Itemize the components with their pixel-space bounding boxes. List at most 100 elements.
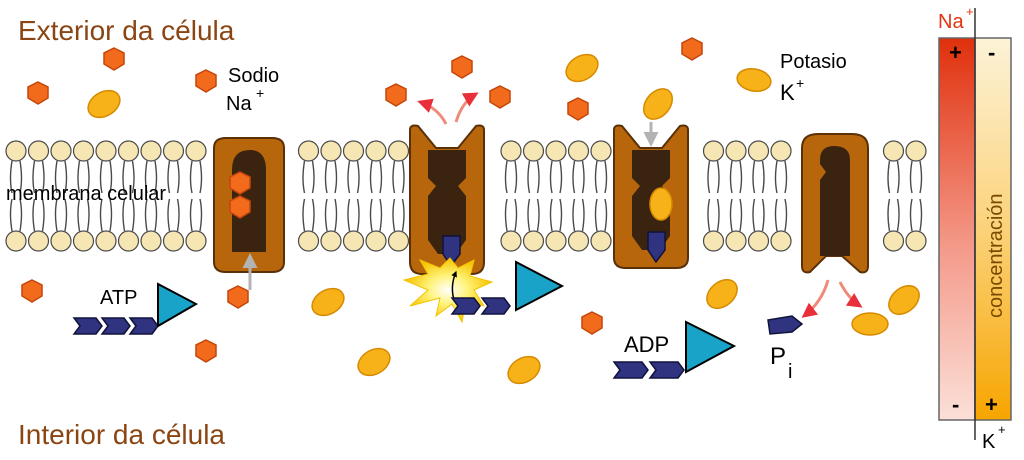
- lipid-head: [27, 140, 50, 162]
- lipid-tail: [54, 160, 68, 232]
- lipid-head: [747, 140, 770, 162]
- phosphate-icon: [647, 231, 666, 264]
- lipid-tail: [527, 160, 540, 232]
- lipid-head: [365, 140, 387, 162]
- pi-subscript-label: i: [788, 361, 792, 383]
- bound-phosphates: [442, 231, 666, 268]
- na-low-sign: -: [952, 392, 959, 417]
- lipid-head: [117, 140, 140, 162]
- lipid-head: [387, 140, 410, 162]
- pump-state-2: [409, 124, 485, 275]
- phosphate-icon: [128, 317, 159, 335]
- phosphate-icon: [100, 317, 131, 335]
- lipid-tail: [752, 160, 765, 232]
- lipid-tail: [504, 160, 518, 232]
- lipid-tail: [369, 160, 383, 232]
- lipid-tail: [707, 160, 720, 232]
- phosphate-icon: [450, 297, 481, 315]
- lipid-head: [162, 230, 185, 252]
- lipid-tail: [144, 160, 158, 232]
- lipid-tail: [887, 160, 900, 232]
- interior-label: Interior da célula: [18, 419, 225, 450]
- lipid-head: [590, 140, 612, 162]
- potassium-ion-icon: [357, 347, 391, 377]
- atp-bound: [450, 260, 565, 315]
- pump-state-4: [801, 133, 869, 274]
- lipid-tail: [594, 160, 608, 232]
- lipid-head: [50, 140, 72, 162]
- gradient-na-label: Na: [938, 11, 964, 33]
- na-high-sign: +: [949, 40, 962, 65]
- lipid-head: [702, 140, 725, 162]
- lipid-head: [27, 230, 50, 252]
- lipid-head: [770, 230, 792, 252]
- sodium-ion-icon: [567, 97, 589, 121]
- lipid-head: [320, 230, 342, 252]
- concentration-label: concentración: [985, 193, 1007, 318]
- potassium-ion-icon: [87, 89, 121, 119]
- lipid-head: [342, 140, 365, 162]
- phosphate-icon: [612, 361, 649, 379]
- lipid-head: [770, 140, 792, 162]
- movement-arrows: [242, 92, 863, 318]
- lipid-head: [72, 140, 95, 162]
- sodium-charge-label: +: [256, 85, 264, 101]
- lipid-tail: [549, 160, 563, 232]
- adenosine-icon: [515, 260, 565, 312]
- lipid-head: [905, 230, 927, 252]
- lipid-head: [500, 140, 522, 162]
- lipid-bilayer: [5, 140, 927, 252]
- k-low-sign: -: [988, 40, 995, 65]
- lipid-tail: [572, 160, 585, 232]
- sodium-ion-icon: [581, 311, 603, 335]
- phosphate-icon: [72, 317, 103, 335]
- lipid-head: [882, 230, 905, 252]
- lipid-tail: [774, 160, 788, 232]
- sodium-name-label: Sodio: [228, 65, 279, 87]
- potassium-ion-icon: [565, 53, 599, 83]
- lipid-head: [140, 230, 162, 252]
- lipid-head: [5, 140, 27, 162]
- potassium-ion-icon: [507, 355, 541, 385]
- lipid-tail: [392, 160, 405, 232]
- atp-label: ATP: [100, 287, 137, 309]
- lipid-head: [725, 140, 747, 162]
- potassium-ions: [87, 53, 920, 385]
- lipid-head: [117, 230, 140, 252]
- lipid-head: [545, 140, 567, 162]
- phosphate-icon: [648, 361, 685, 379]
- potassium-ion-icon: [706, 278, 738, 310]
- adenosine-icon: [685, 320, 737, 374]
- sodium-ion-icon: [21, 279, 43, 303]
- membrane-label: membrana celular: [6, 183, 166, 205]
- potassium-symbol-label: K: [780, 80, 795, 105]
- potassium-ion-icon: [649, 187, 673, 221]
- lipid-head: [140, 140, 162, 162]
- adp-molecule: [612, 320, 737, 379]
- lipid-tail: [167, 160, 180, 232]
- potassium-ion-icon: [851, 312, 889, 336]
- free-phosphate-icon: [767, 315, 804, 335]
- potassium-ion-icon: [642, 88, 674, 120]
- gradient-na-charge: +: [966, 4, 974, 19]
- gradient-k-label: K: [982, 431, 996, 453]
- lipid-tail: [909, 160, 923, 232]
- potassium-charge-label: +: [796, 75, 804, 91]
- exterior-label: Exterior da célula: [18, 15, 235, 46]
- na-gradient-bar: [938, 37, 976, 421]
- lipid-head: [747, 230, 770, 252]
- lipid-head: [545, 230, 567, 252]
- k-high-sign: +: [985, 392, 998, 417]
- lipid-head: [50, 230, 72, 252]
- lipid-head: [320, 140, 342, 162]
- lipid-head: [95, 230, 117, 252]
- lipid-head: [162, 140, 185, 162]
- gradient-k-charge: +: [998, 422, 1006, 437]
- lipid-head: [590, 230, 612, 252]
- lipid-tail: [189, 160, 203, 232]
- sodium-ion-icon: [681, 37, 703, 61]
- lipid-head: [297, 140, 320, 162]
- lipid-head: [365, 230, 387, 252]
- phosphate-icon: [442, 235, 461, 268]
- lipid-head: [725, 230, 747, 252]
